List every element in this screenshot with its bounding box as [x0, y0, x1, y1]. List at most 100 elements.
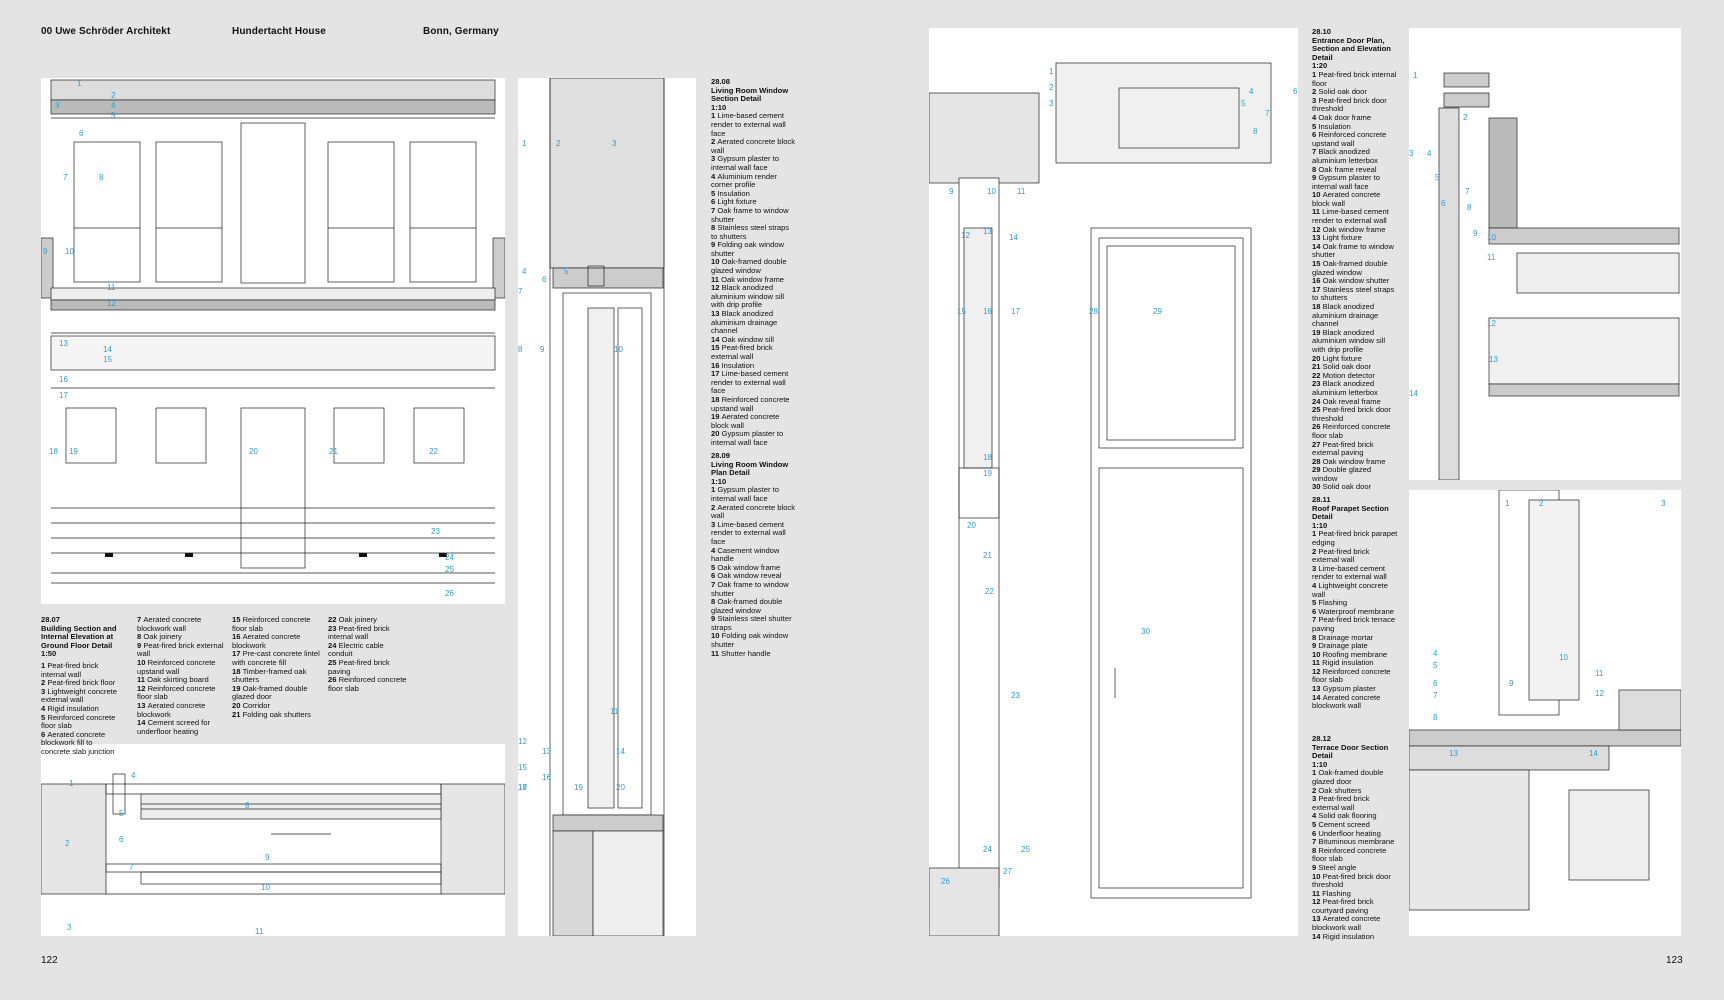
- callout-number: 9: [265, 853, 270, 862]
- caption-item: 5 Insulation: [1312, 121, 1351, 131]
- caption-28-07: 28.07 Building Section and Internal Elev…: [41, 615, 511, 756]
- callout-number: 3: [55, 101, 60, 110]
- caption-item: 2 Aerated concrete block wall: [711, 502, 796, 521]
- caption-item: 9 Gypsum plaster to internal wall face: [1312, 173, 1380, 191]
- callout-number: 19: [574, 783, 583, 792]
- caption-item: 3 Lime-based cement render to external w…: [711, 519, 786, 546]
- callout-number: 19: [69, 447, 78, 456]
- callout-number: 27: [1003, 867, 1012, 876]
- callout-number: 11: [1595, 669, 1604, 678]
- callout-number: 11: [1017, 187, 1026, 196]
- callout-number: 7: [1265, 109, 1270, 118]
- roof-parapet-linework: [1438, 72, 1680, 480]
- caption-item: 2 Peat-fired brick floor: [41, 678, 116, 688]
- caption-item: 12 Oak window frame: [1312, 224, 1386, 234]
- caption-28-12: 28.12 Terrace Door Section Detail 1:10 1…: [1312, 734, 1398, 941]
- callout-number: 8: [99, 173, 104, 182]
- practice-name: 00 Uwe Schröder Architekt: [41, 26, 171, 37]
- project-location: Bonn, Germany: [423, 26, 499, 37]
- callout-number: 7: [129, 863, 134, 872]
- caption-item: 28 Oak window frame: [1312, 456, 1386, 466]
- caption-item: 1 Peat-fired brick parapet edging: [1312, 529, 1398, 547]
- caption-item: 9 Stainless steel shutter straps: [711, 614, 792, 632]
- caption-item: 7 Aerated concrete blockwork wall: [137, 615, 202, 633]
- caption-item: 1 Peat-fired brick internal wall: [41, 661, 99, 679]
- callout-number: 5: [119, 809, 124, 818]
- caption-item: 11 Oak window frame: [711, 274, 785, 284]
- callout-number: 23: [1011, 691, 1020, 700]
- callout-number: 5: [1435, 173, 1440, 182]
- caption-item: 17 Lime-based cement render to external …: [711, 369, 789, 396]
- caption-item: 4 Solid oak flooring: [1312, 811, 1377, 821]
- caption-item: 14 Oak frame to window shutter: [1312, 241, 1394, 260]
- caption-item: 12 Reinforced concrete floor slab: [137, 683, 216, 702]
- caption-item: 2 Aerated concrete block wall: [711, 137, 796, 155]
- callout-number: 4: [1433, 649, 1438, 658]
- callout-number: 3: [67, 923, 72, 932]
- callout-number: 1: [77, 79, 82, 88]
- caption-item: 18 Timber-framed oak shutters: [232, 666, 307, 685]
- caption-item: 2 Oak shutters: [1312, 785, 1362, 795]
- caption-28-08: 28.08 Living Room Window Section Detail …: [711, 77, 797, 448]
- caption-item: 22 Oak joinery: [328, 615, 377, 624]
- caption-item: 19 Oak-framed double glazed door: [232, 683, 308, 702]
- callout-number: 4: [1249, 87, 1254, 96]
- caption-item: 14 Rigid insulation: [1312, 931, 1375, 941]
- callout-number: 10: [1559, 653, 1568, 662]
- callout-number: 11: [107, 283, 116, 292]
- caption-item: 3 Peat-fired brick door threshold: [1312, 95, 1387, 114]
- callout-number: 8: [245, 801, 250, 810]
- caption-item: 22 Motion detector: [1312, 370, 1375, 380]
- caption-item: 3 Peat-fired brick external wall: [1312, 794, 1370, 812]
- callout-number: 18: [518, 783, 527, 792]
- callout-number: 4: [111, 101, 116, 110]
- callout-number: 17: [59, 391, 68, 400]
- caption-item: 16 Oak window shutter: [1312, 276, 1390, 286]
- callout-number: 8: [1433, 713, 1438, 722]
- callout-number: 1: [522, 139, 527, 148]
- callout-number: 9: [43, 247, 48, 256]
- callout-number: 14: [1009, 233, 1018, 242]
- callout-number: 1: [69, 779, 74, 788]
- callout-number: 14: [103, 345, 112, 354]
- callout-number: 7: [1465, 187, 1470, 196]
- caption-item: 6 Light fixture: [711, 197, 757, 207]
- callout-number: 26: [941, 877, 950, 886]
- caption-item: 9 Folding oak window shutter: [711, 240, 785, 258]
- page-number-right: 123: [1666, 955, 1683, 966]
- page-number-left: 122: [41, 955, 58, 966]
- caption-item: 6 Underfloor heating: [1312, 828, 1381, 838]
- caption-item: 18 Reinforced concrete upstand wall: [711, 394, 790, 413]
- callout-number: 17: [518, 783, 527, 792]
- caption-item: 10 Roofing membrane: [1312, 649, 1388, 659]
- caption-item: 8 Oak joinery: [137, 632, 182, 642]
- caption-item: 3 Lightweight concrete external wall: [41, 686, 117, 705]
- callout-number: 15: [103, 355, 112, 364]
- caption-item: 4 Aluminium render corner profile: [711, 171, 777, 190]
- caption-item: 24 Oak reveal frame: [1312, 396, 1381, 406]
- caption-item: 12 Peat-fired brick courtyard paving: [1312, 897, 1374, 915]
- caption-item: 19 Aerated concrete block wall: [711, 412, 780, 430]
- callout-number: 18: [49, 447, 58, 456]
- callout-number: 2: [65, 839, 70, 848]
- caption-item: 4 Oak door frame: [1312, 112, 1372, 122]
- callout-number: 10: [65, 247, 74, 256]
- callout-number: 7: [518, 287, 523, 296]
- caption-item: 16 Aerated concrete blockwork: [232, 632, 301, 650]
- caption-item: 9 Peat-fired brick external wall: [137, 640, 224, 659]
- caption-item: 14 Oak window sill: [711, 334, 774, 344]
- callout-number: 6: [1293, 87, 1298, 96]
- caption-item: 8 Oak-framed double glazed window: [711, 597, 783, 615]
- callout-number: 24: [983, 845, 992, 854]
- caption-item: 24 Electric cable conduit: [328, 640, 384, 659]
- caption-item: 8 Stainless steel straps to shutters: [711, 223, 790, 241]
- caption-item: 9 Drainage plate: [1312, 641, 1368, 651]
- caption-title: 28.12 Terrace Door Section Detail 1:10: [1312, 734, 1389, 769]
- caption-item: 8 Reinforced concrete floor slab: [1312, 845, 1387, 864]
- callout-number: 14: [616, 747, 625, 756]
- callout-number: 1: [1049, 67, 1054, 76]
